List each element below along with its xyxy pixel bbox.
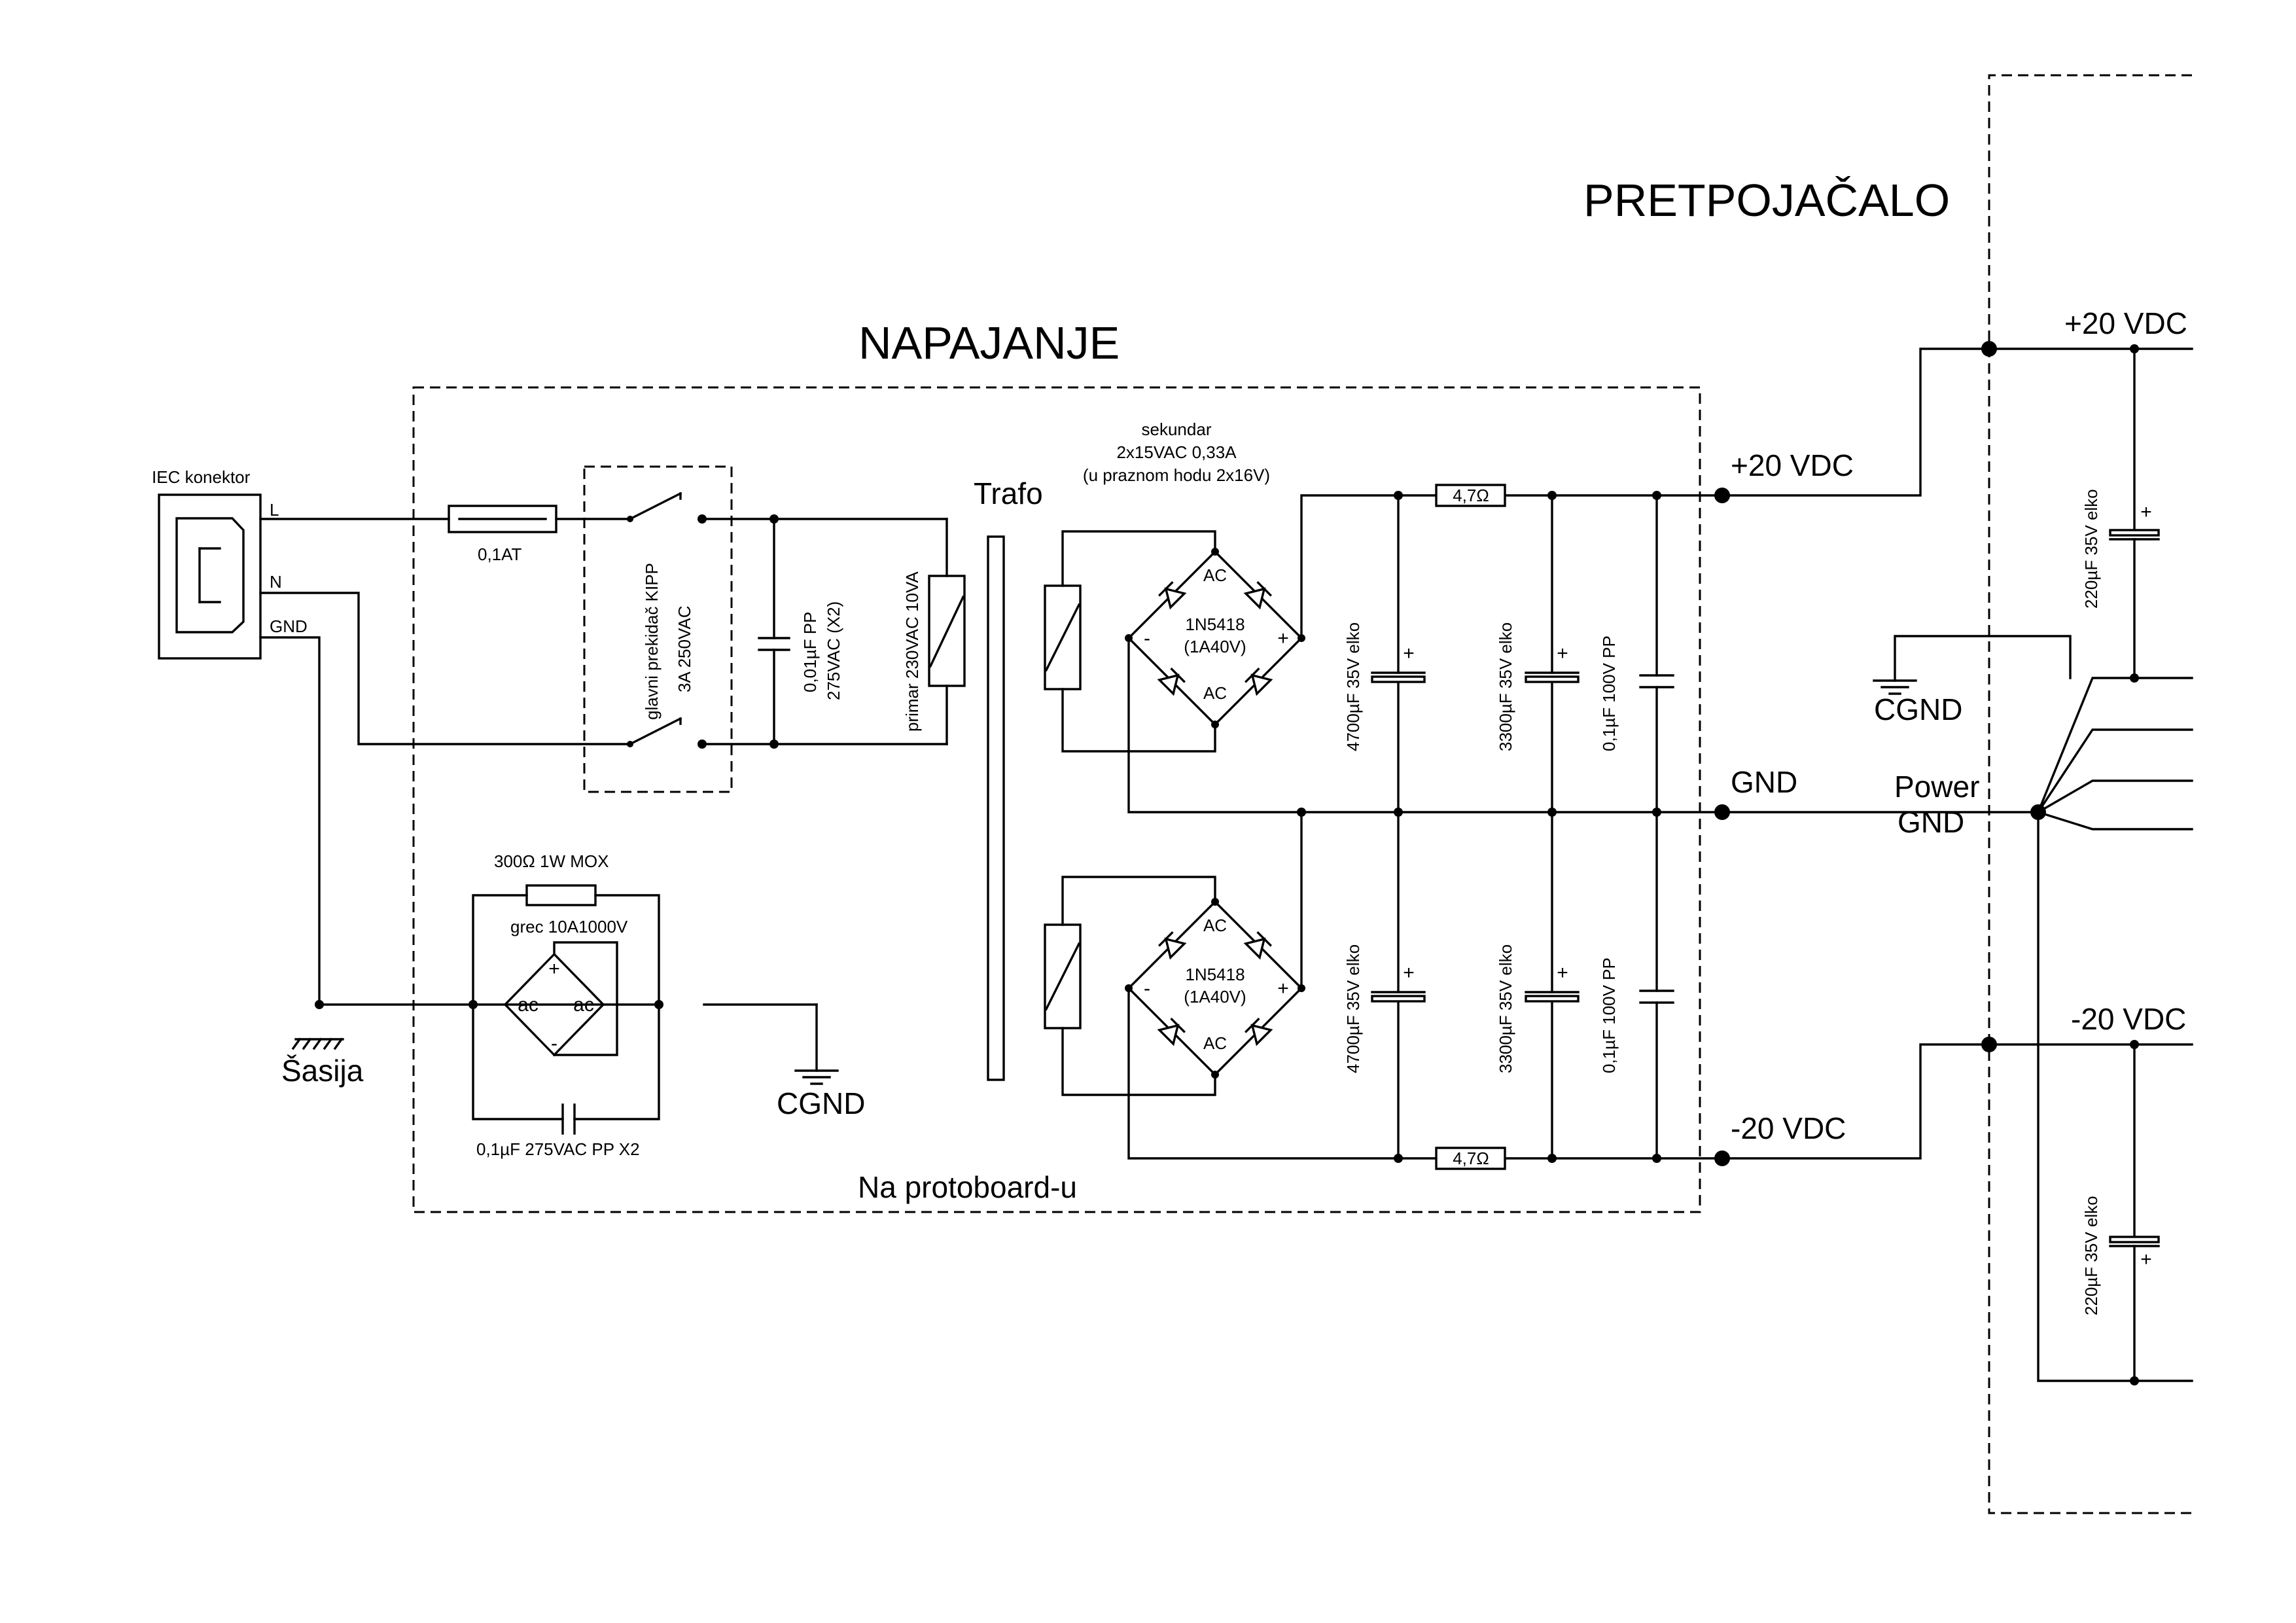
rail-pos-label: +20 VDC [1731,448,1854,482]
switch-label-1: glavni prekidač KIPP [642,563,662,720]
power-supply-title: NAPAJANJE [858,317,1120,368]
board-note: Na protoboard-u [858,1170,1077,1204]
resistor-top-label: 4,7Ω [1453,486,1489,505]
pin-gnd-label: GND [270,616,308,636]
ground-lift-network [315,884,818,1135]
ground-lift-ac-right: ac [573,994,594,1016]
c1-bottom-plus: + [1403,962,1415,984]
preamp-neg-label: -20 VDC [2071,1002,2186,1036]
preamp-boundary [1988,74,2192,1514]
main-switch [627,491,707,749]
power-gnd-label-1: Power [1894,770,1979,804]
secondary-label-1: sekundar [1142,419,1212,439]
c1-bottom-label: 4700µF 35V elko [1343,944,1363,1073]
switch-label-2: 3A 250VAC [675,605,694,692]
c1-top-plus: + [1403,643,1415,664]
x-capacitor [758,514,790,749]
c2-bottom-label: 3300µF 35V elko [1496,944,1515,1073]
resistor-bottom-label: 4,7Ω [1453,1149,1489,1168]
ground-lift-cap-label: 0,1µF 275VAC PP X2 [476,1139,640,1159]
secondary-label-2: 2x15VAC 0,33A [1116,442,1237,462]
fuse-label: 0,1AT [478,544,522,564]
chassis-label: Šasija [281,1054,364,1088]
cgnd-symbol-left [794,1069,839,1085]
primary-label: primar 230VAC 10VA [902,571,922,732]
ground-lift-plus: + [548,958,560,980]
filter-resistor-bottom [1435,1147,1506,1170]
pin-n-label: N [270,572,282,592]
power-gnd-label-2: GND [1898,805,1964,839]
c1-top-label: 4700µF 35V elko [1343,622,1363,751]
secondary-label-3: (u praznom hodu 2x16V) [1083,465,1270,485]
ground-lift-bridge-label: grec 10A1000V [510,917,628,936]
preamp-cap-bottom-plus: + [2140,1249,2152,1270]
preamp-cap-top-label: 220µF 35V elko [2081,489,2101,609]
bridge-bottom-minus: - [1144,978,1150,999]
rail-neg-label: -20 VDC [1731,1111,1846,1145]
switch-boundary [583,465,733,793]
cgnd-right-label: CGND [1874,692,1962,726]
preamp-title: PRETPOJAČALO [1583,175,1950,226]
bridge-bottom-rating: (1A40V) [1184,987,1246,1007]
c3-top-label: 0,1µF 100V PP [1599,635,1619,751]
ground-lift-ac-left: ac [518,994,539,1016]
preamp-cap-bottom-label: 220µF 35V elko [2081,1196,2101,1315]
c2-top-label: 3300µF 35V elko [1496,622,1515,751]
cgnd-left-label: CGND [777,1086,865,1120]
filter-capacitors [1297,488,1730,1166]
bridge-top-rating: (1A40V) [1184,637,1246,656]
power-supply-boundary [412,386,1701,1213]
bridge-rectifier-bottom [1125,898,1305,1079]
bridge-rectifier-top [1125,548,1305,728]
bridge-bottom-ac-top: AC [1203,916,1227,935]
x-capacitor-label-2: 275VAC (X2) [824,601,843,700]
ground-lift-resistor-label: 300Ω 1W MOX [494,851,609,871]
mains-wiring [259,518,948,1006]
preamp-pos-label: +20 VDC [2064,306,2187,340]
c2-top-plus: + [1557,643,1568,664]
bridge-bottom-plus: + [1277,978,1289,999]
fuse [448,505,557,533]
rail-gnd-label: GND [1731,765,1797,799]
cgnd-symbol-right [1873,679,1917,695]
secondary-wiring [1061,494,1723,1160]
bridge-top-ac-bottom: AC [1203,683,1227,703]
preamp-cap-top-plus: + [2140,501,2152,523]
chassis-ground-symbol [291,1037,344,1050]
transformer-label: Trafo [974,476,1043,510]
bridge-top-minus: - [1144,628,1150,649]
x-capacitor-label-1: 0,01µF PP [800,612,820,692]
bridge-bottom-ac-bottom: AC [1203,1033,1227,1053]
preamp-wiring [1721,341,2193,1385]
filter-resistor-top [1435,484,1506,507]
bridge-top-part: 1N5418 [1185,615,1245,634]
c3-bottom-label: 0,1µF 100V PP [1599,957,1619,1073]
bridge-top-plus: + [1277,628,1289,649]
iec-connector [158,493,262,660]
bridge-bottom-part: 1N5418 [1185,965,1245,984]
pin-l-label: L [270,500,279,520]
iec-connector-label: IEC konektor [152,467,251,487]
ground-lift-minus: - [551,1033,557,1054]
bridge-top-ac-top: AC [1203,565,1227,585]
c2-bottom-plus: + [1557,962,1568,984]
transformer [928,535,1082,1081]
